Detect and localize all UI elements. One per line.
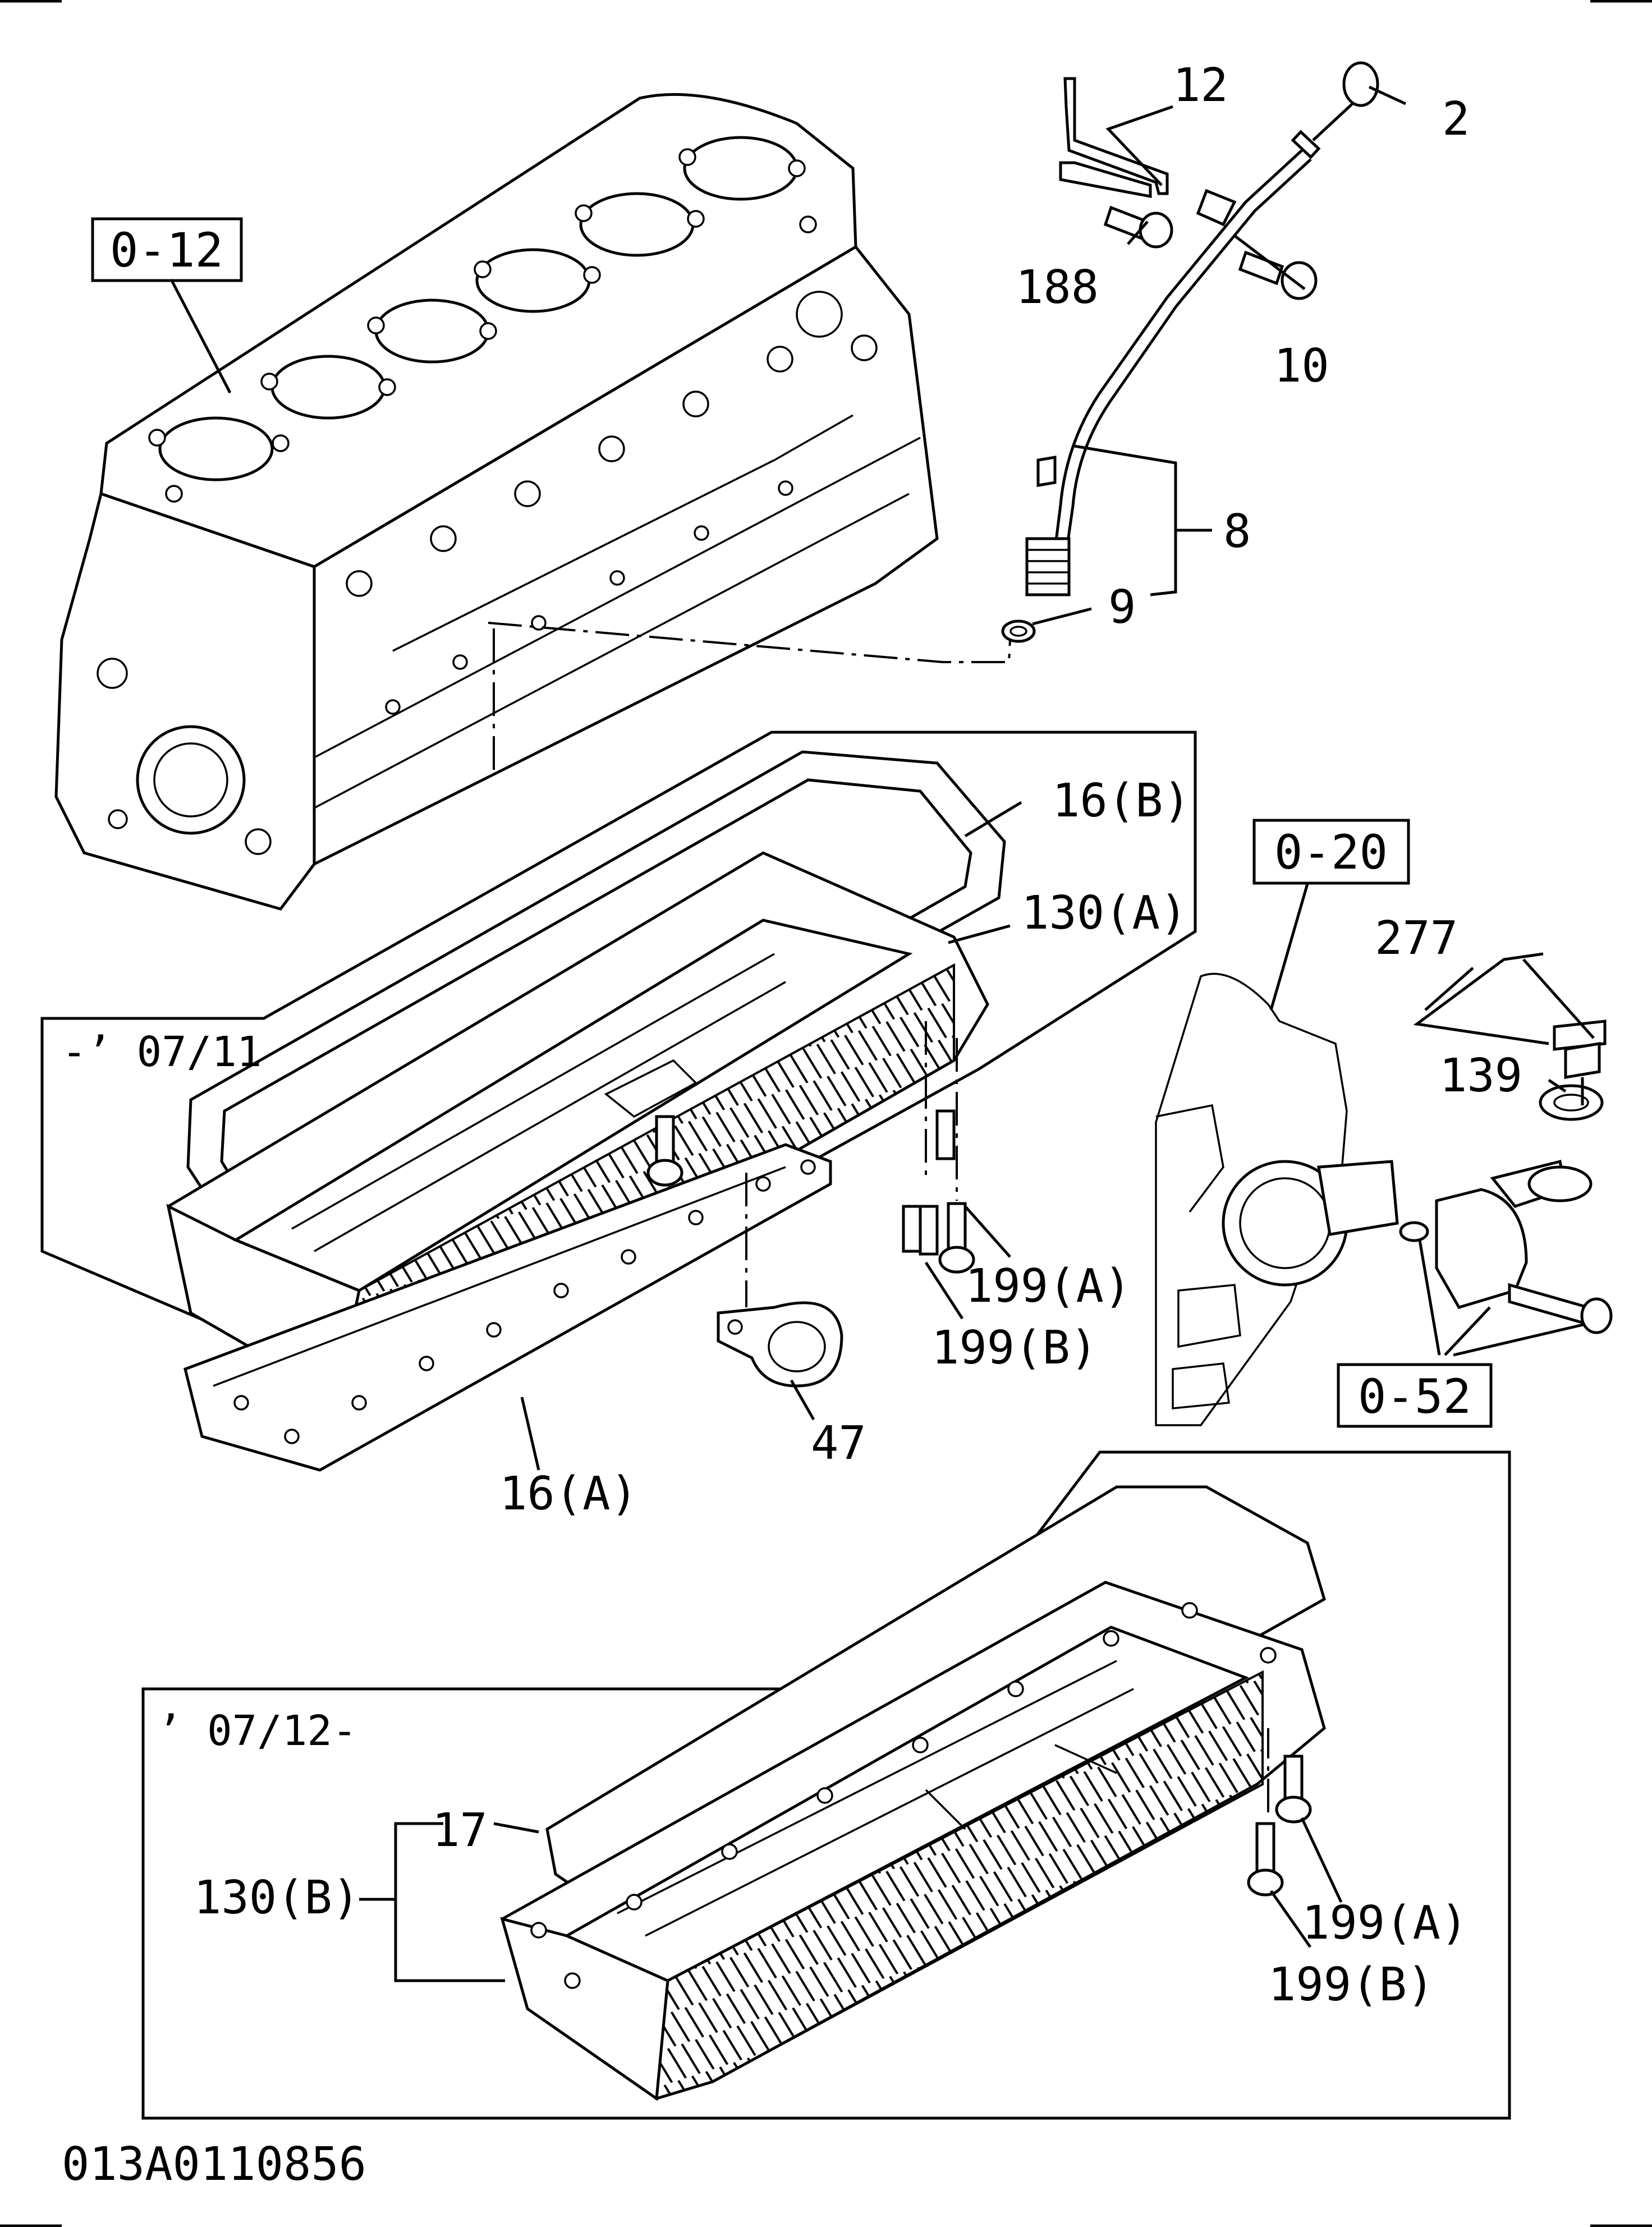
callout-2: 2 [1442, 93, 1470, 146]
oil-pan-130b-holes [530, 1602, 1277, 1989]
callout-10: 10 [1274, 339, 1329, 393]
crank-boss [136, 725, 246, 835]
ref-box-0-20[interactable]: 0-20 [1252, 819, 1410, 885]
callout-277: 277 [1375, 912, 1458, 965]
ref-label-0-52: 0-52 [1358, 1369, 1471, 1424]
ref-box-0-12[interactable]: 0-12 [91, 217, 243, 282]
callout-130b: 130(B) [194, 1871, 360, 1925]
callout-8: 8 [1223, 505, 1251, 558]
callout-12: 12 [1173, 59, 1228, 112]
callout-199a-upper: 199(A) [965, 1260, 1131, 1313]
oil-pan-130b-illustration [500, 1581, 1326, 2101]
ref-label-0-12: 0-12 [110, 223, 223, 278]
ref-box-0-52[interactable]: 0-52 [1337, 1363, 1493, 1428]
lower-bolts-199 [1247, 1728, 1312, 1897]
leader-lines [169, 85, 1595, 1982]
callout-130a: 130(A) [1021, 887, 1187, 940]
cylinder-block-illustration [54, 93, 939, 911]
callout-16b: 16(B) [1052, 774, 1191, 828]
timing-case-illustration [1155, 972, 1399, 1426]
callout-16a: 16(A) [499, 1467, 638, 1521]
gasket-16a-illustration [183, 1143, 832, 1472]
side-bosses [346, 291, 878, 715]
ref-label-0-20: 0-20 [1274, 825, 1388, 880]
callout-9: 9 [1108, 581, 1136, 634]
cylinder-bores [158, 136, 799, 481]
gasket-47-illustration [717, 1301, 843, 1388]
callout-47: 47 [811, 1417, 866, 1470]
callout-labels: 12 2 188 10 8 9 16(B) 130(A) -’ 07/11 19… [62, 59, 1522, 2191]
filler-pipe-illustration [1399, 1020, 1613, 1334]
callout-139: 139 [1439, 1049, 1522, 1103]
period-upper-label: -’ 07/11 [62, 1028, 261, 1076]
drawing-code: 013A0110856 [62, 2138, 366, 2191]
callout-17: 17 [432, 1804, 488, 1857]
deck-holes [148, 148, 817, 503]
callout-188: 188 [1016, 261, 1099, 314]
callout-199b-lower: 199(B) [1268, 1958, 1434, 2012]
upper-bolts-199 [646, 1109, 975, 1274]
callout-199b-upper: 199(B) [931, 1321, 1098, 1375]
period-lower-label: ’ 07/12- [157, 1707, 357, 1755]
gasket-16a-holes [233, 1159, 816, 1444]
callout-199a-lower: 199(A) [1302, 1897, 1468, 1950]
